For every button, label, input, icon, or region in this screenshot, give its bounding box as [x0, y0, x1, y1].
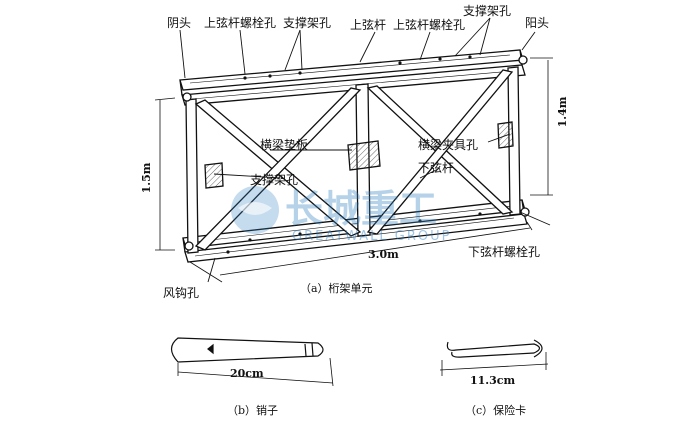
label-wind-hook-hole: 风钩孔: [163, 286, 199, 300]
caption-a: （a）桁架单元: [300, 281, 373, 295]
label-top-chord: 上弦杆: [350, 17, 386, 32]
label-crossbeam-pad: 横梁垫板: [260, 137, 308, 152]
pin-drawing: [170, 337, 334, 387]
dim-height-right: 1.4m: [556, 96, 569, 127]
label-bottom-chord-bolt-hole: 下弦杆螺栓孔: [468, 244, 540, 259]
watermark: 长城重工 GREATWALL GROUP: [231, 186, 452, 244]
dim-length: 3.0m: [368, 248, 399, 261]
label-brace-hole-top-2: 支撑架孔: [463, 3, 511, 18]
top-chord: [179, 49, 526, 106]
dim-clip-length: 11.3cm: [470, 374, 515, 387]
label-crossbeam-clamp-hole: 横梁夹具孔: [418, 137, 478, 152]
truss-panel: [179, 49, 530, 263]
label-brace-hole-mid: 支撑架孔: [250, 172, 298, 187]
label-yangtou: 阳头: [525, 16, 549, 30]
caption-b: （b）销子: [227, 403, 278, 417]
dimension-lines: [154, 57, 553, 283]
label-top-chord-bolt-hole-2: 上弦杆螺栓孔: [393, 17, 465, 32]
dim-pin-length: 20cm: [230, 367, 264, 380]
dim-height-left: 1.5m: [140, 162, 153, 193]
leader-lines: [179, 17, 551, 283]
label-bottom-chord: 下弦杆: [418, 160, 454, 175]
diagonals: [194, 69, 514, 251]
caption-c: （c）保险卡: [465, 403, 526, 417]
label-yintou: 阴头: [167, 16, 191, 30]
label-brace-hole-top-1: 支撑架孔: [283, 15, 331, 30]
crossbeam-pad-plate: [347, 140, 381, 171]
label-top-chord-bolt-hole-1: 上弦杆螺栓孔: [204, 15, 276, 30]
watermark-sub-text: GREATWALL GROUP: [292, 229, 452, 244]
clip-drawing: [439, 339, 549, 376]
watermark-main-text: 长城重工: [285, 187, 437, 231]
